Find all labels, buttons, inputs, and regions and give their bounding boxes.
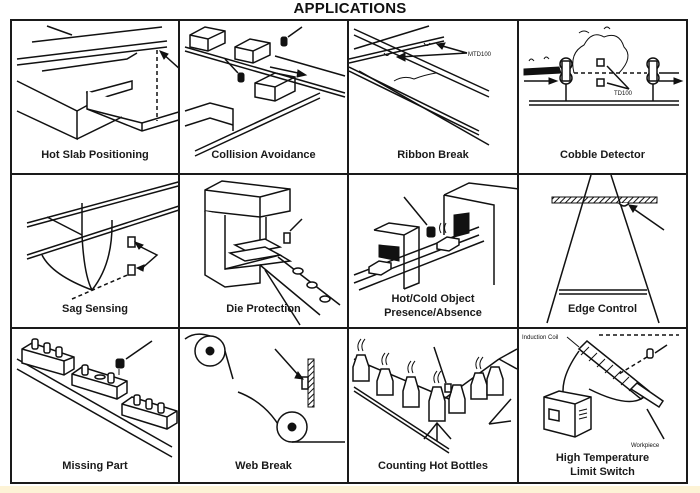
panel-caption: Edge Control (567, 303, 638, 315)
panel-ribbon-break: MTD100 Ribbon Break (349, 21, 517, 173)
panel-sag-sensing: Sag Sensing (12, 175, 178, 327)
panel-hot-slab-positioning: Hot Slab Positioning (12, 21, 178, 173)
panel-web-break: Web Break (180, 329, 347, 484)
edge-control-illustration (546, 175, 665, 324)
grid-divider (10, 327, 688, 329)
panel-caption-line-2: Limit Switch (570, 466, 635, 478)
panel-caption: Die Protection (226, 303, 301, 315)
panel-caption: Web Break (235, 460, 292, 472)
panel-caption: Counting Hot Bottles (378, 460, 488, 472)
panel-high-temperature-limit-switch: Induction Coil Workpiece High Temperatur… (519, 329, 686, 484)
panel-caption: Cobble Detector (560, 149, 645, 161)
cobble-detector-illustration: TD100 (523, 26, 684, 106)
panel-edge-control: Edge Control (519, 175, 686, 327)
panel-collision-avoidance: Collision Avoidance (180, 21, 347, 173)
grid-divider (10, 173, 688, 175)
panel-missing-part: Missing Part (12, 329, 178, 484)
web-break-illustration (184, 333, 345, 443)
high-temperature-limit-switch-illustration: Induction Coil Workpiece (522, 334, 679, 449)
induction-coil-label: Induction Coil (522, 335, 558, 341)
grid-divider (347, 19, 349, 484)
ribbon-break-illustration: MTD100 (349, 25, 492, 146)
panel-caption-line-2: Presence/Absence (384, 307, 482, 319)
bottom-band (0, 486, 700, 493)
workpiece-label: Workpiece (631, 443, 660, 449)
panel-hot-cold-object: Hot/Cold Object Presence/Absence (349, 175, 517, 327)
panel-caption-line-1: High Temperature (555, 452, 650, 464)
hot-slab-illustration (16, 25, 178, 141)
panel-caption-line-1: Hot/Cold Object (391, 293, 475, 305)
collision-avoidance-illustration (184, 26, 346, 157)
panel-caption: Sag Sensing (61, 303, 129, 315)
sensor-label: MTD100 (468, 52, 492, 58)
page-title: APPLICATIONS (293, 0, 407, 17)
panel-caption: Missing Part (62, 460, 128, 472)
missing-part-illustration (16, 338, 178, 458)
counting-hot-bottles-illustration (352, 338, 517, 454)
applications-grid (10, 19, 688, 484)
hot-cold-object-illustration (353, 182, 517, 291)
panel-caption: Hot Slab Positioning (41, 149, 149, 161)
grid-divider (517, 19, 519, 484)
sag-sensing-illustration (26, 181, 178, 300)
panel-caption: Ribbon Break (397, 149, 469, 161)
panel-caption: Collision Avoidance (211, 149, 316, 161)
grid-divider (178, 19, 180, 484)
panel-cobble-detector: TD100 Cobble Detector (519, 21, 686, 173)
sensor-label: TD100 (614, 91, 633, 97)
panel-counting-hot-bottles: Counting Hot Bottles (349, 329, 517, 484)
die-protection-illustration (204, 180, 341, 326)
panel-die-protection: Die Protection (180, 175, 347, 327)
